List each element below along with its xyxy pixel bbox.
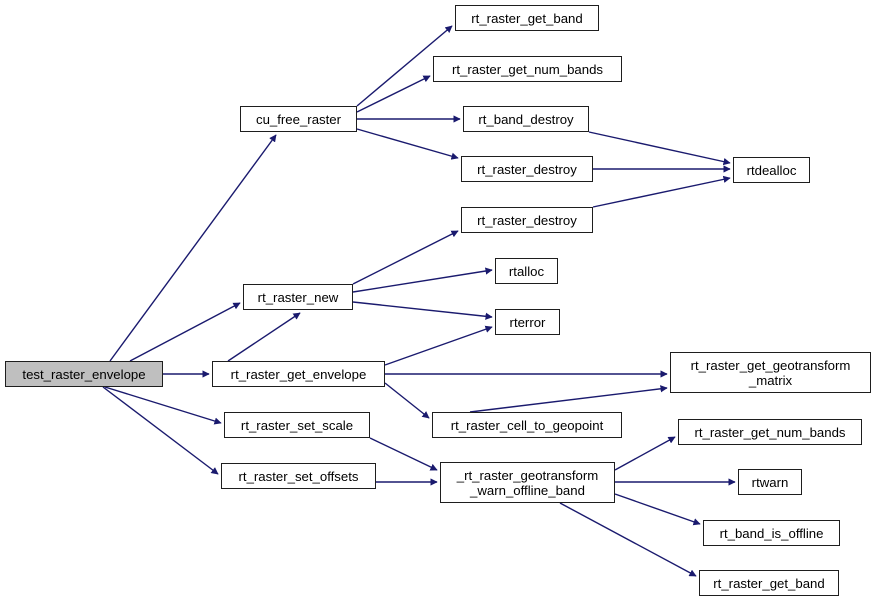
edge-rt_raster_new-to-rt_raster_destroy_b: [352, 230, 459, 285]
edge-_rt_raster_geotransform_warn_offline_band-to-rt_raster_get_band_bottom: [559, 502, 697, 577]
node-rt_raster_get_num_bands_top[interactable]: rt_raster_get_num_bands: [433, 56, 622, 82]
node-test_raster_envelope[interactable]: test_raster_envelope: [5, 361, 163, 387]
node-rt_raster_set_scale[interactable]: rt_raster_set_scale: [224, 412, 370, 438]
node-label: rtalloc: [508, 263, 545, 279]
node-label: rt_raster_set_offsets: [238, 468, 359, 484]
node-label: cu_free_raster: [255, 111, 342, 127]
node-cu_free_raster[interactable]: cu_free_raster: [240, 106, 357, 132]
edge-_rt_raster_geotransform_warn_offline_band-to-rt_band_is_offline: [614, 493, 701, 526]
edge-cu_free_raster-to-rt_raster_destroy_a: [356, 128, 459, 160]
node-rt_raster_set_offsets[interactable]: rt_raster_set_offsets: [221, 463, 376, 489]
edge-rt_raster_new-to-rterror: [352, 301, 493, 320]
node-label: rt_raster_set_scale: [240, 417, 354, 433]
edge-rt_band_destroy-to-rtdealloc: [588, 131, 731, 166]
node-rtalloc[interactable]: rtalloc: [495, 258, 558, 284]
node-rt_raster_get_envelope[interactable]: rt_raster_get_envelope: [212, 361, 385, 387]
edge-cu_free_raster-to-rt_raster_get_num_bands_top: [356, 75, 431, 113]
node-label: rt_band_destroy: [478, 111, 574, 127]
node-label: rt_raster_get_num_bands: [694, 424, 846, 440]
node-label: rt_raster_destroy: [477, 212, 577, 228]
edge-cu_free_raster-to-rt_raster_get_band_top: [356, 25, 453, 107]
edge-test_raster_envelope-to-rt_raster_new: [129, 302, 241, 362]
node-label: rt_raster_get_envelope: [230, 366, 367, 382]
edge-rt_raster_get_envelope-to-rt_raster_cell_to_geopoint: [384, 382, 430, 419]
edge-test_raster_envelope-to-rt_raster_set_scale: [104, 386, 222, 425]
node-_rt_raster_geotransform_warn_offline_band[interactable]: _rt_raster_geotransform _warn_offline_ba…: [440, 462, 615, 503]
node-label: rtwarn: [751, 474, 789, 490]
node-rt_band_destroy[interactable]: rt_band_destroy: [463, 106, 589, 132]
node-label: rtdealloc: [746, 162, 797, 178]
node-label: rt_raster_cell_to_geopoint: [450, 417, 604, 433]
node-label: rt_raster_get_band: [471, 10, 583, 26]
node-rt_raster_cell_to_geopoint[interactable]: rt_raster_cell_to_geopoint: [432, 412, 622, 438]
node-label: test_raster_envelope: [22, 366, 146, 382]
node-rtdealloc[interactable]: rtdealloc: [733, 157, 810, 183]
node-label: rt_raster_new: [257, 289, 339, 305]
edge-_rt_raster_geotransform_warn_offline_band-to-rt_raster_get_num_bands_right: [614, 436, 676, 471]
node-label: rterror: [509, 314, 546, 330]
edge-rt_raster_get_envelope-to-rterror: [384, 325, 493, 366]
edge-rt_raster_destroy_b-to-rtdealloc: [592, 175, 731, 208]
node-label: rt_raster_get_band: [713, 575, 825, 591]
node-rt_raster_get_geotransform_matrix[interactable]: rt_raster_get_geotransform _matrix: [670, 352, 871, 393]
node-rt_raster_new[interactable]: rt_raster_new: [243, 284, 353, 310]
node-rt_band_is_offline[interactable]: rt_band_is_offline: [703, 520, 840, 546]
edge-rt_raster_set_scale-to-_rt_raster_geotransform_warn_offline_band: [369, 437, 438, 471]
node-label: _rt_raster_geotransform _warn_offline_ba…: [456, 467, 599, 498]
edge-rt_raster_cell_to_geopoint-to-rt_raster_get_geotransform_matrix: [469, 385, 668, 413]
node-rt_raster_destroy_b[interactable]: rt_raster_destroy: [461, 207, 593, 233]
edge-rt_raster_new-to-rtalloc: [352, 267, 493, 293]
node-label: rt_raster_get_num_bands: [451, 61, 604, 77]
edge-test_raster_envelope-to-cu_free_raster: [109, 134, 277, 362]
node-rt_raster_get_band_bottom[interactable]: rt_raster_get_band: [699, 570, 839, 596]
node-rterror[interactable]: rterror: [495, 309, 560, 335]
node-rt_raster_get_num_bands_right[interactable]: rt_raster_get_num_bands: [678, 419, 862, 445]
node-label: rt_band_is_offline: [719, 525, 824, 541]
node-rt_raster_destroy_a[interactable]: rt_raster_destroy: [461, 156, 593, 182]
node-rt_raster_get_band_top[interactable]: rt_raster_get_band: [455, 5, 599, 31]
node-label: rt_raster_destroy: [477, 161, 577, 177]
node-rtwarn[interactable]: rtwarn: [738, 469, 802, 495]
edge-test_raster_envelope-to-rt_raster_set_offsets: [102, 386, 219, 475]
node-label: rt_raster_get_geotransform _matrix: [690, 357, 851, 388]
edge-rt_raster_get_envelope-to-rt_raster_new: [227, 312, 301, 362]
